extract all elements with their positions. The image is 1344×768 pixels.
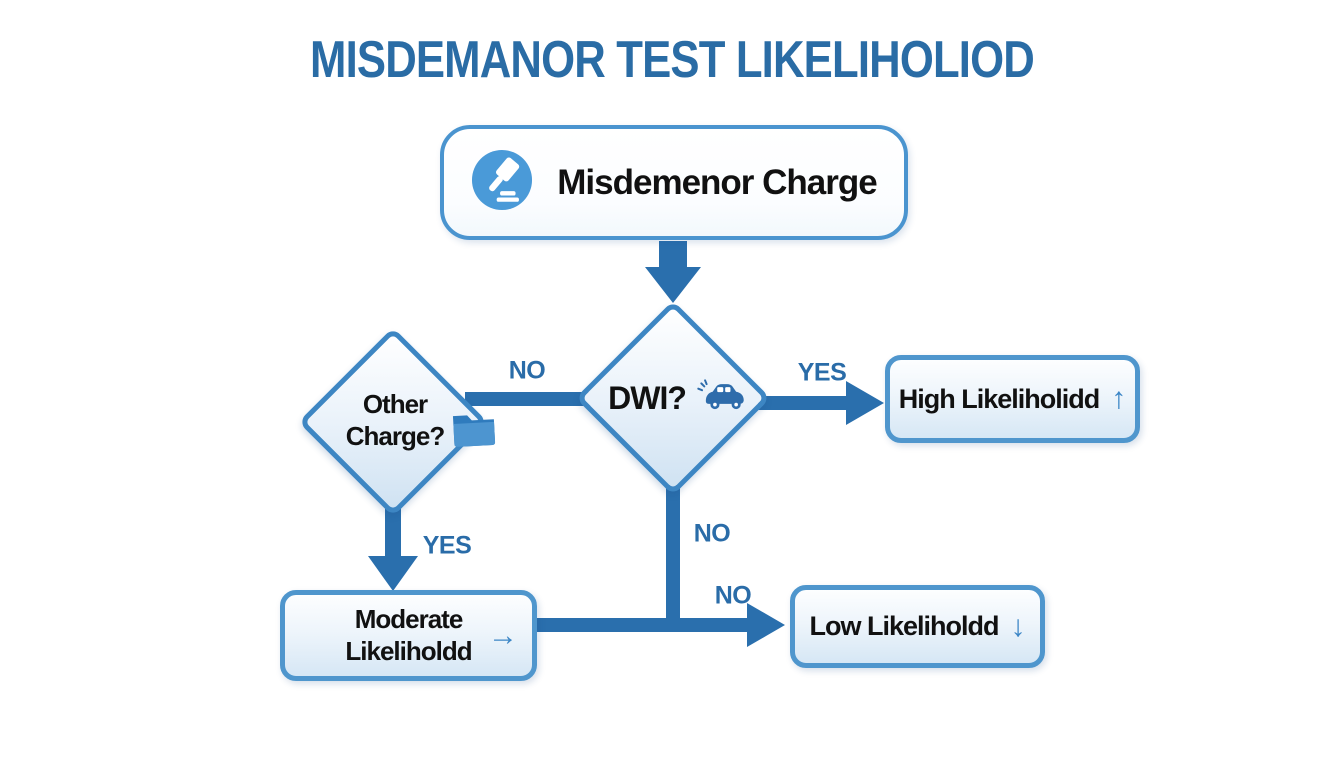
connector-dwi-to-high-head bbox=[846, 381, 884, 425]
moderate-likelihood-node: Moderate Likeliholdd → bbox=[280, 590, 537, 681]
gavel-icon bbox=[471, 149, 533, 216]
edge-label-dwi-to-high: YES bbox=[797, 358, 847, 387]
dwi-decision-label: DWI? bbox=[608, 379, 687, 416]
car-icon bbox=[696, 378, 746, 418]
start-node-misdemeanor-charge: Misdemenor Charge bbox=[440, 125, 908, 240]
start-node-label: Misdemenor Charge bbox=[557, 162, 877, 202]
low-likelihood-label: Low Likeliholdd bbox=[809, 611, 1000, 641]
connector-other-to-moderate-shaft bbox=[385, 508, 401, 558]
flowchart-title: MISDEMANOR TEST LIKELIHOLIOD bbox=[310, 31, 1035, 89]
edge-label-join-to-low: NO bbox=[714, 581, 752, 610]
edge-label-other-to-moderate: YES bbox=[422, 531, 472, 560]
right-arrow-icon: → bbox=[488, 618, 518, 652]
moderate-likelihood-label-line1: Moderate bbox=[354, 604, 464, 635]
connector-start-to-dwi-head bbox=[645, 267, 701, 303]
folder-icon bbox=[450, 405, 498, 453]
edge-label-dwi-down: NO bbox=[693, 519, 731, 548]
high-likelihood-node: High Likeliholidd ↑ bbox=[885, 355, 1140, 443]
connector-dwi-to-other bbox=[465, 392, 595, 406]
connector-dwi-to-high-shaft bbox=[758, 396, 848, 410]
other-charge-label-line1: Other bbox=[362, 389, 428, 419]
other-charge-label-line2: Charge? bbox=[345, 420, 445, 451]
moderate-likelihood-label-line2: Likeliholdd bbox=[345, 635, 472, 666]
dwi-decision-content: DWI? bbox=[593, 374, 761, 422]
connector-start-to-dwi-shaft bbox=[659, 241, 687, 269]
connector-other-to-moderate-head bbox=[368, 556, 418, 591]
other-charge-decision-content: Other Charge? bbox=[318, 389, 472, 452]
down-arrow-icon: ↓ bbox=[1010, 609, 1026, 643]
edge-label-dwi-to-other: NO bbox=[508, 356, 546, 385]
connector-join-to-low-head bbox=[747, 603, 785, 647]
low-likelihood-node: Low Likeliholdd ↓ bbox=[790, 585, 1045, 668]
connector-join-to-low-shaft bbox=[537, 618, 749, 632]
connector-dwi-down bbox=[666, 485, 680, 632]
up-arrow-icon: ↑ bbox=[1111, 382, 1127, 415]
moderate-likelihood-lines: Moderate Likeliholdd bbox=[345, 604, 472, 666]
high-likelihood-label: High Likeliholidd bbox=[898, 383, 1100, 414]
